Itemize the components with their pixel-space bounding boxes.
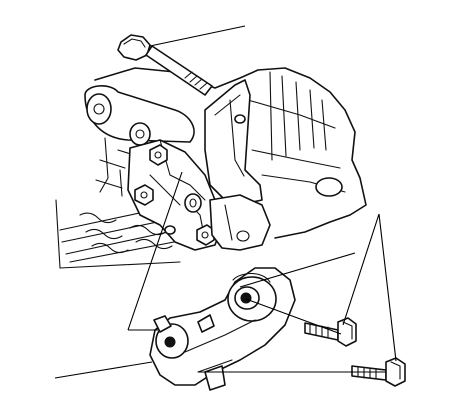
flange-bolt-icon — [385, 357, 406, 387]
callout-upper-bolt — [149, 25, 246, 47]
mount-bolt-upper-right — [304, 317, 357, 347]
callout-leaders — [54, 25, 397, 379]
callout-right-bolts — [342, 213, 397, 362]
bracket-nut — [149, 144, 168, 166]
drain-plug-icon — [315, 177, 343, 197]
mount-bracket-plate — [204, 79, 263, 206]
callout-rear-mount — [54, 361, 153, 379]
transmission-housing — [55, 67, 367, 269]
rear-mount — [149, 267, 296, 391]
bracket-nut-left — [134, 184, 154, 206]
flange-bolt-icon — [337, 317, 357, 347]
boss-end-icon — [86, 93, 112, 125]
mount-bracket — [127, 139, 271, 251]
bracket-nut-lower — [196, 224, 215, 246]
upper-mount-bolt — [117, 34, 213, 96]
callout-bracket-pair — [127, 171, 183, 331]
